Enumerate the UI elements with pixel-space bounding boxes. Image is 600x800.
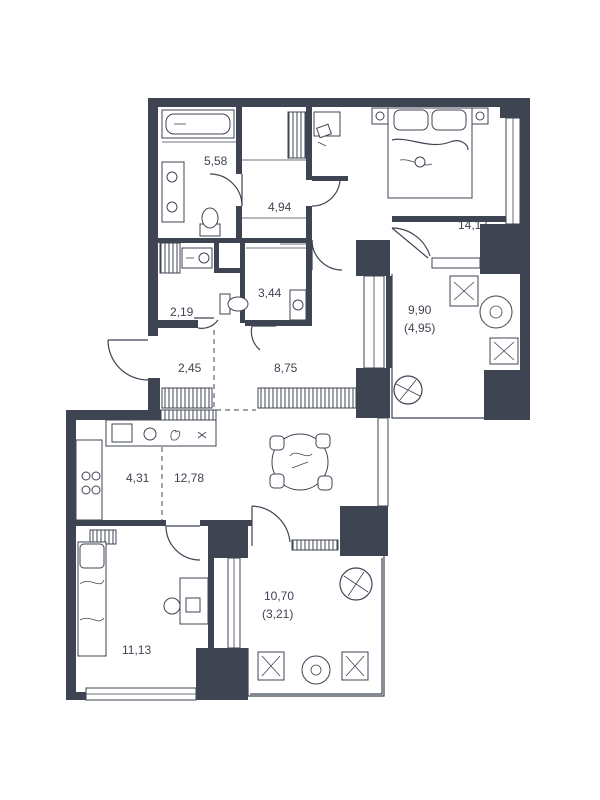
double-sink: [161, 161, 185, 223]
interior-walls: [76, 107, 520, 650]
area-sub-loggia-right: (4,95): [404, 321, 435, 335]
hatched-partitions: [89, 111, 357, 551]
desk-top: [313, 111, 341, 147]
area-label-living: 12,78: [174, 471, 204, 485]
area-label-kitchen: 4,31: [126, 471, 150, 485]
area-label-loggia-right: 9,90: [408, 303, 432, 317]
area-label-balcony-bottom: 10,70: [264, 589, 294, 603]
dining-table: [269, 433, 333, 491]
single-bed: [77, 541, 107, 657]
wardrobe-top: [242, 159, 306, 219]
toilet-bathroom: [199, 207, 221, 237]
sink-small: [289, 289, 307, 321]
washing-machine: [181, 247, 213, 269]
area-label-corridor: 8,75: [274, 361, 298, 375]
area-label-storage: 2,19: [170, 305, 194, 319]
area-label-bedroom-main: 14,17: [458, 218, 488, 232]
area-sub-balcony-bottom: (3,21): [262, 607, 293, 621]
dashed-divisions: [161, 330, 256, 520]
area-label-bedroom-small: 11,13: [122, 643, 151, 657]
nightstands: [371, 107, 489, 125]
kitchen-counter: [75, 419, 217, 521]
double-bed: [387, 107, 473, 199]
shower-partition: [246, 243, 306, 249]
windows: [85, 117, 521, 701]
outer-walls: [66, 98, 530, 700]
area-label-bathroom-small: 3,44: [258, 286, 282, 300]
area-labels: 5,58 4,94 14,17 3,44 2,19 9,90 (4,95) 2,…: [122, 154, 488, 657]
balcony-furniture: [257, 567, 373, 685]
doors: [107, 173, 431, 561]
area-label-hall-top: 4,94: [268, 200, 292, 214]
area-label-bathroom: 5,58: [204, 154, 228, 168]
desk-bedroom: [163, 577, 209, 625]
loggia-furniture: [393, 257, 519, 405]
bathtub: [161, 109, 236, 143]
area-label-entrance: 2,45: [178, 361, 202, 375]
toilet-small: [219, 293, 249, 315]
